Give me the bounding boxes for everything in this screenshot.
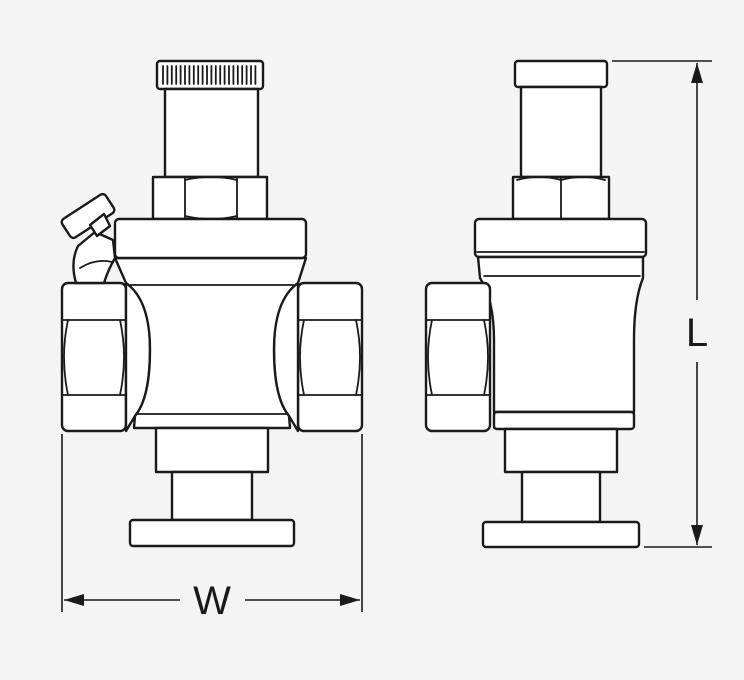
front-flange [128,518,296,548]
dimension-w-arrow-right [340,594,360,606]
front-valve-body [113,256,308,433]
dimension-l-label: L [686,311,708,355]
side-adjust-stem [519,85,603,179]
side-hex-fitting [424,281,492,433]
front-lower-neck [154,426,270,474]
side-valve-body [476,255,645,431]
front-hex-nut [151,175,269,221]
side-hex-nut [511,175,611,221]
front-knurled-cap [155,59,265,91]
side-view [424,59,648,549]
dimension-w-label: W [193,579,231,623]
dimension-l-arrow-bottom [691,525,703,545]
side-cap [513,59,609,89]
dimension-w: W [61,434,363,623]
front-side-tap [60,192,117,285]
front-outlet-pipe [170,470,254,522]
front-right-hex-fitting [296,281,364,433]
side-outlet-pipe [520,470,602,524]
front-view [60,59,364,548]
dimension-l-arrow-top [691,63,703,83]
dimension-l: L [612,60,712,548]
dimension-w-arrow-left [64,594,84,606]
front-adjust-stem [163,87,260,179]
side-flange [481,520,641,549]
front-left-hex-fitting [60,281,128,433]
front-bonnet [113,217,308,260]
side-lower-neck [503,427,619,474]
